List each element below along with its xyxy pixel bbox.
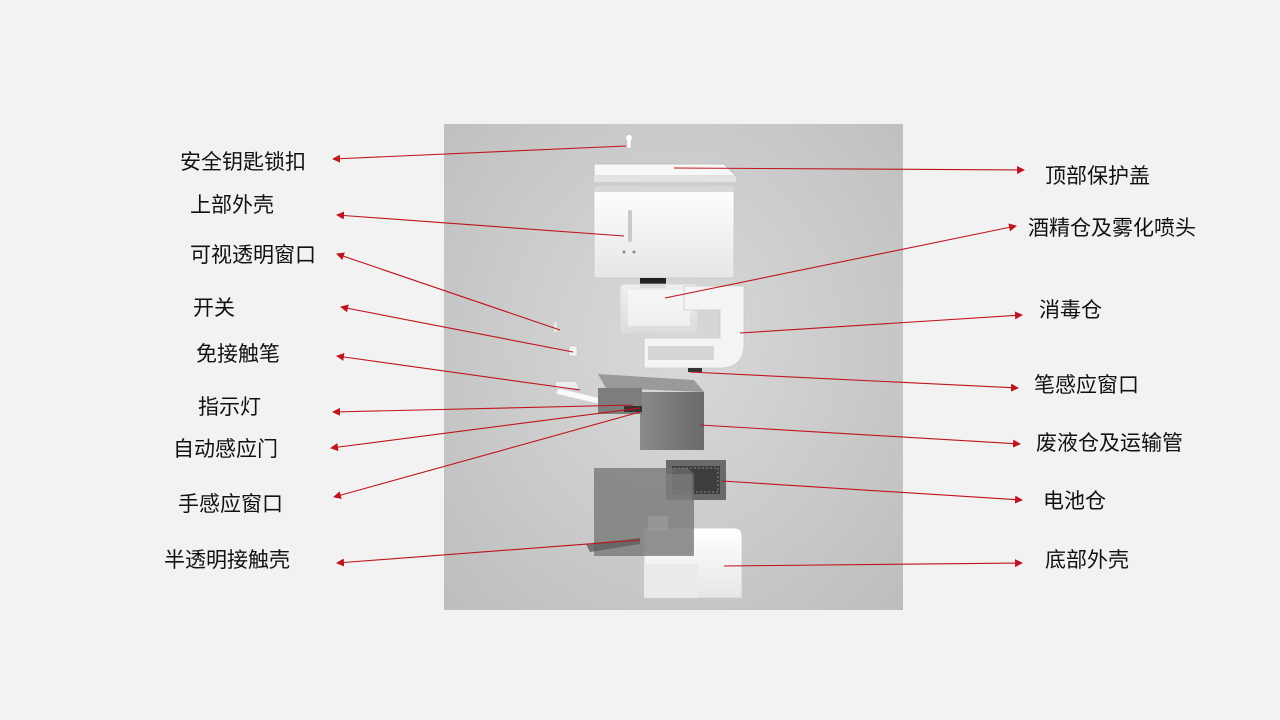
label-indicator-light: 指示灯	[198, 395, 261, 419]
waste-tank	[598, 374, 704, 450]
pen-sensor-window	[688, 368, 702, 372]
upper-shell	[593, 185, 735, 288]
label-auto-sensor-door: 自动感应门	[173, 437, 278, 461]
label-disinfection-chamber: 消毒仓	[1039, 298, 1102, 322]
top-cover	[593, 163, 737, 182]
disinfection-chamber	[643, 285, 745, 369]
label-top-cover: 顶部保护盖	[1045, 164, 1150, 188]
label-upper-shell: 上部外壳	[190, 193, 274, 217]
product-render	[444, 124, 903, 610]
label-pen-sensor-window: 笔感应窗口	[1034, 373, 1139, 397]
label-bottom-housing: 底部外壳	[1045, 548, 1129, 572]
label-viewing-window: 可视透明窗口	[190, 243, 316, 267]
translucent-contact-shell	[586, 468, 694, 556]
label-touchless-pen: 免接触笔	[196, 342, 280, 366]
label-waste-tank: 废液仓及运输管	[1036, 431, 1183, 455]
label-switch: 开关	[193, 296, 235, 320]
exploded-view-illustration	[554, 135, 745, 599]
label-alcohol-tank: 酒精仓及雾化喷头	[1028, 216, 1196, 240]
switch	[554, 322, 578, 357]
label-hand-sensor-window: 手感应窗口	[178, 492, 283, 516]
label-safety-key-lock: 安全钥匙锁扣	[180, 150, 306, 174]
safety-key-lock	[626, 135, 632, 149]
label-battery-compartment: 电池仓	[1043, 489, 1106, 513]
label-translucent-contact-shell: 半透明接触壳	[164, 548, 290, 572]
